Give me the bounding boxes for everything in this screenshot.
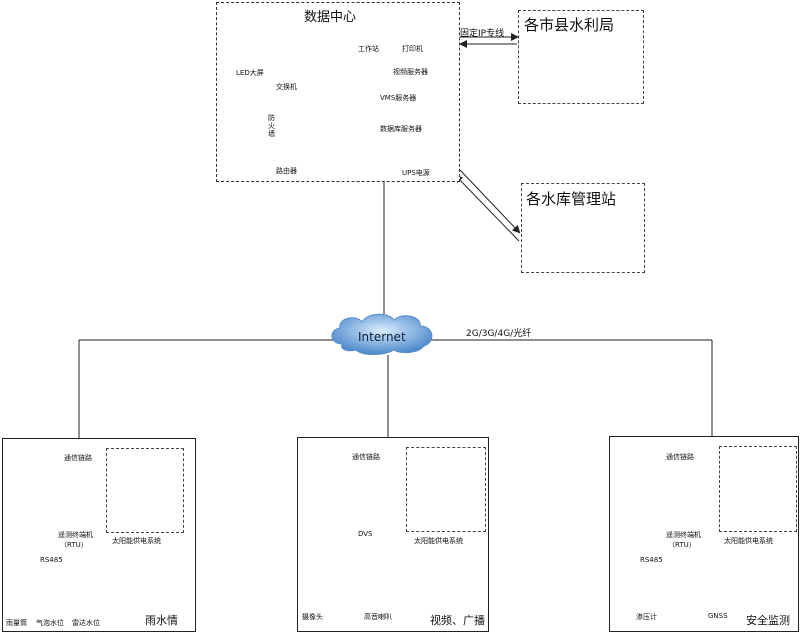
- sensor-label-rain-gauge: 雨量筒: [6, 619, 27, 627]
- switch-label: 交换机: [276, 83, 297, 91]
- bus-label-3: RS485: [640, 556, 663, 564]
- dedicated-line-label: 固定IP专线: [460, 29, 505, 39]
- network-type-label: 2G/3G/4G/光纤: [466, 329, 532, 339]
- water-bureau-box: [518, 10, 644, 104]
- station-name-rain: 雨水情: [145, 614, 178, 627]
- printer-label: 打印机: [402, 45, 423, 53]
- comm-link-label-1: 通信链路: [64, 454, 92, 462]
- rtu-label-3: 遥测终端机: [666, 531, 701, 539]
- comm-link-label-2: 通信链路: [352, 453, 380, 461]
- comm-link-label-3: 通信链路: [666, 453, 694, 461]
- internet-cloud-icon: [331, 313, 433, 355]
- rtu-abbr-label-1: （RTU）: [60, 541, 88, 549]
- firewall-label: 防火墙: [268, 114, 275, 138]
- data-center-box: [216, 2, 460, 182]
- solar-label-1: 太阳能供电系统: [112, 537, 161, 545]
- reservoir-station-box: [521, 183, 645, 273]
- solar-system-box-1: [106, 448, 184, 533]
- router-label: 路由器: [276, 167, 297, 175]
- db-server-label: 数据库服务器: [380, 125, 422, 133]
- rtu-label-1: 遥测终端机: [58, 531, 93, 539]
- reservoir-station-title: 各水库管理站: [526, 190, 617, 208]
- bus-label-1: RS485: [40, 556, 63, 564]
- ups-label: UPS电源: [402, 169, 430, 177]
- workstation-label: 工作站: [358, 45, 379, 53]
- sensor-label-speaker: 高音喇叭: [364, 613, 392, 621]
- station-name-video: 视频、广播: [430, 614, 485, 627]
- water-bureau-title: 各市县水利局: [524, 16, 615, 34]
- data-center-title: 数据中心: [304, 10, 357, 25]
- solar-label-3: 太阳能供电系统: [724, 537, 773, 545]
- led-screen-label: LED大屏: [236, 69, 264, 77]
- station-name-safety: 安全监测: [746, 614, 790, 627]
- solar-system-box-3: [719, 446, 797, 532]
- video-server-label: 视频服务器: [393, 68, 428, 76]
- sensor-label-bubble-level: 气泡水位: [36, 619, 64, 627]
- internet-label: Internet: [358, 330, 406, 344]
- dvs-label: DVS: [358, 530, 373, 538]
- solar-label-2: 太阳能供电系统: [414, 537, 463, 545]
- solar-system-box-2: [406, 447, 486, 532]
- sensor-label-gnss: GNSS: [708, 612, 728, 620]
- sensor-label-radar-level: 雷达水位: [72, 619, 100, 627]
- sensor-label-piezometer: 渗压计: [636, 613, 657, 621]
- sensor-label-camera: 摄像头: [302, 613, 323, 621]
- rtu-abbr-label-3: （RTU）: [668, 541, 696, 549]
- vms-server-label: VMS服务器: [380, 94, 417, 102]
